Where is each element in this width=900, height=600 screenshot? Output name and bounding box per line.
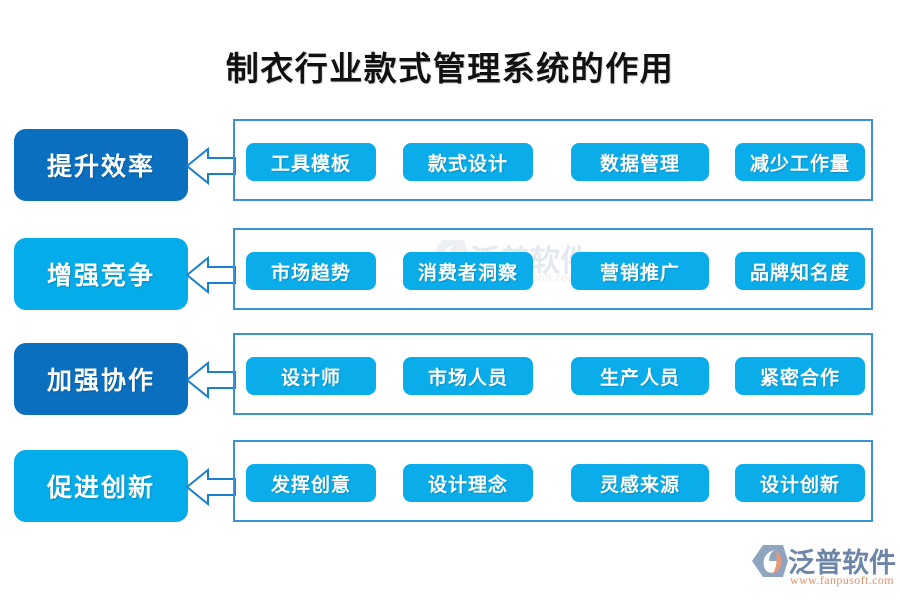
item-pill[interactable]: 生产人员 [571, 357, 709, 395]
item-pill[interactable]: 营销推广 [571, 252, 709, 290]
brand-name: 泛普软件 [788, 548, 896, 578]
item-pill[interactable]: 款式设计 [403, 143, 533, 181]
category-label: 增强竞争 [46, 263, 155, 290]
diagram-row: 促进创新 发挥创意 设计理念 灵感来源 设计创新 [0, 440, 900, 544]
item-pill[interactable]: 消费者洞察 [403, 252, 533, 290]
item-pill[interactable]: 设计创新 [735, 464, 865, 502]
category-label: 促进创新 [46, 475, 155, 502]
brand-logo: 泛普软件 www.fanpusoft.com [752, 541, 896, 589]
category-box-1[interactable]: 提升效率 [14, 129, 188, 201]
item-pill[interactable]: 品牌知名度 [735, 252, 865, 290]
diagram-row: 增强竞争 市场趋势 消费者洞察 营销推广 品牌知名度 [0, 228, 900, 332]
item-group-frame-4: 发挥创意 设计理念 灵感来源 设计创新 [233, 440, 873, 522]
diagram-row: 提升效率 工具模板 款式设计 数据管理 减少工作量 [0, 119, 900, 223]
brand-url: www.fanpusoft.com [790, 573, 895, 587]
diagram-row: 加强协作 设计师 市场人员 生产人员 紧密合作 [0, 333, 900, 437]
item-pill[interactable]: 设计理念 [403, 464, 533, 502]
item-pill[interactable]: 发挥创意 [246, 464, 376, 502]
left-arrow-icon [185, 143, 236, 189]
item-pill[interactable]: 设计师 [246, 357, 376, 395]
item-group-frame-3: 设计师 市场人员 生产人员 紧密合作 [233, 333, 873, 415]
left-arrow-icon [185, 357, 236, 403]
item-pill[interactable]: 工具模板 [246, 143, 376, 181]
item-pill[interactable]: 数据管理 [571, 143, 709, 181]
category-box-2[interactable]: 增强竞争 [14, 238, 188, 310]
category-label: 加强协作 [46, 368, 155, 395]
item-pill[interactable]: 减少工作量 [735, 143, 865, 181]
item-group-frame-1: 工具模板 款式设计 数据管理 减少工作量 [233, 119, 873, 201]
page-title: 制衣行业款式管理系统的作用 [225, 52, 675, 88]
category-box-4[interactable]: 促进创新 [14, 450, 188, 522]
item-pill[interactable]: 灵感来源 [571, 464, 709, 502]
item-pill[interactable]: 市场人员 [403, 357, 533, 395]
item-pill[interactable]: 紧密合作 [735, 357, 865, 395]
fanpu-logo-icon [752, 544, 788, 578]
left-arrow-icon [185, 252, 236, 298]
category-label: 提升效率 [46, 154, 155, 181]
category-box-3[interactable]: 加强协作 [14, 343, 188, 415]
left-arrow-icon [185, 464, 236, 510]
item-pill[interactable]: 市场趋势 [246, 252, 376, 290]
item-group-frame-2: 市场趋势 消费者洞察 营销推广 品牌知名度 [233, 228, 873, 310]
